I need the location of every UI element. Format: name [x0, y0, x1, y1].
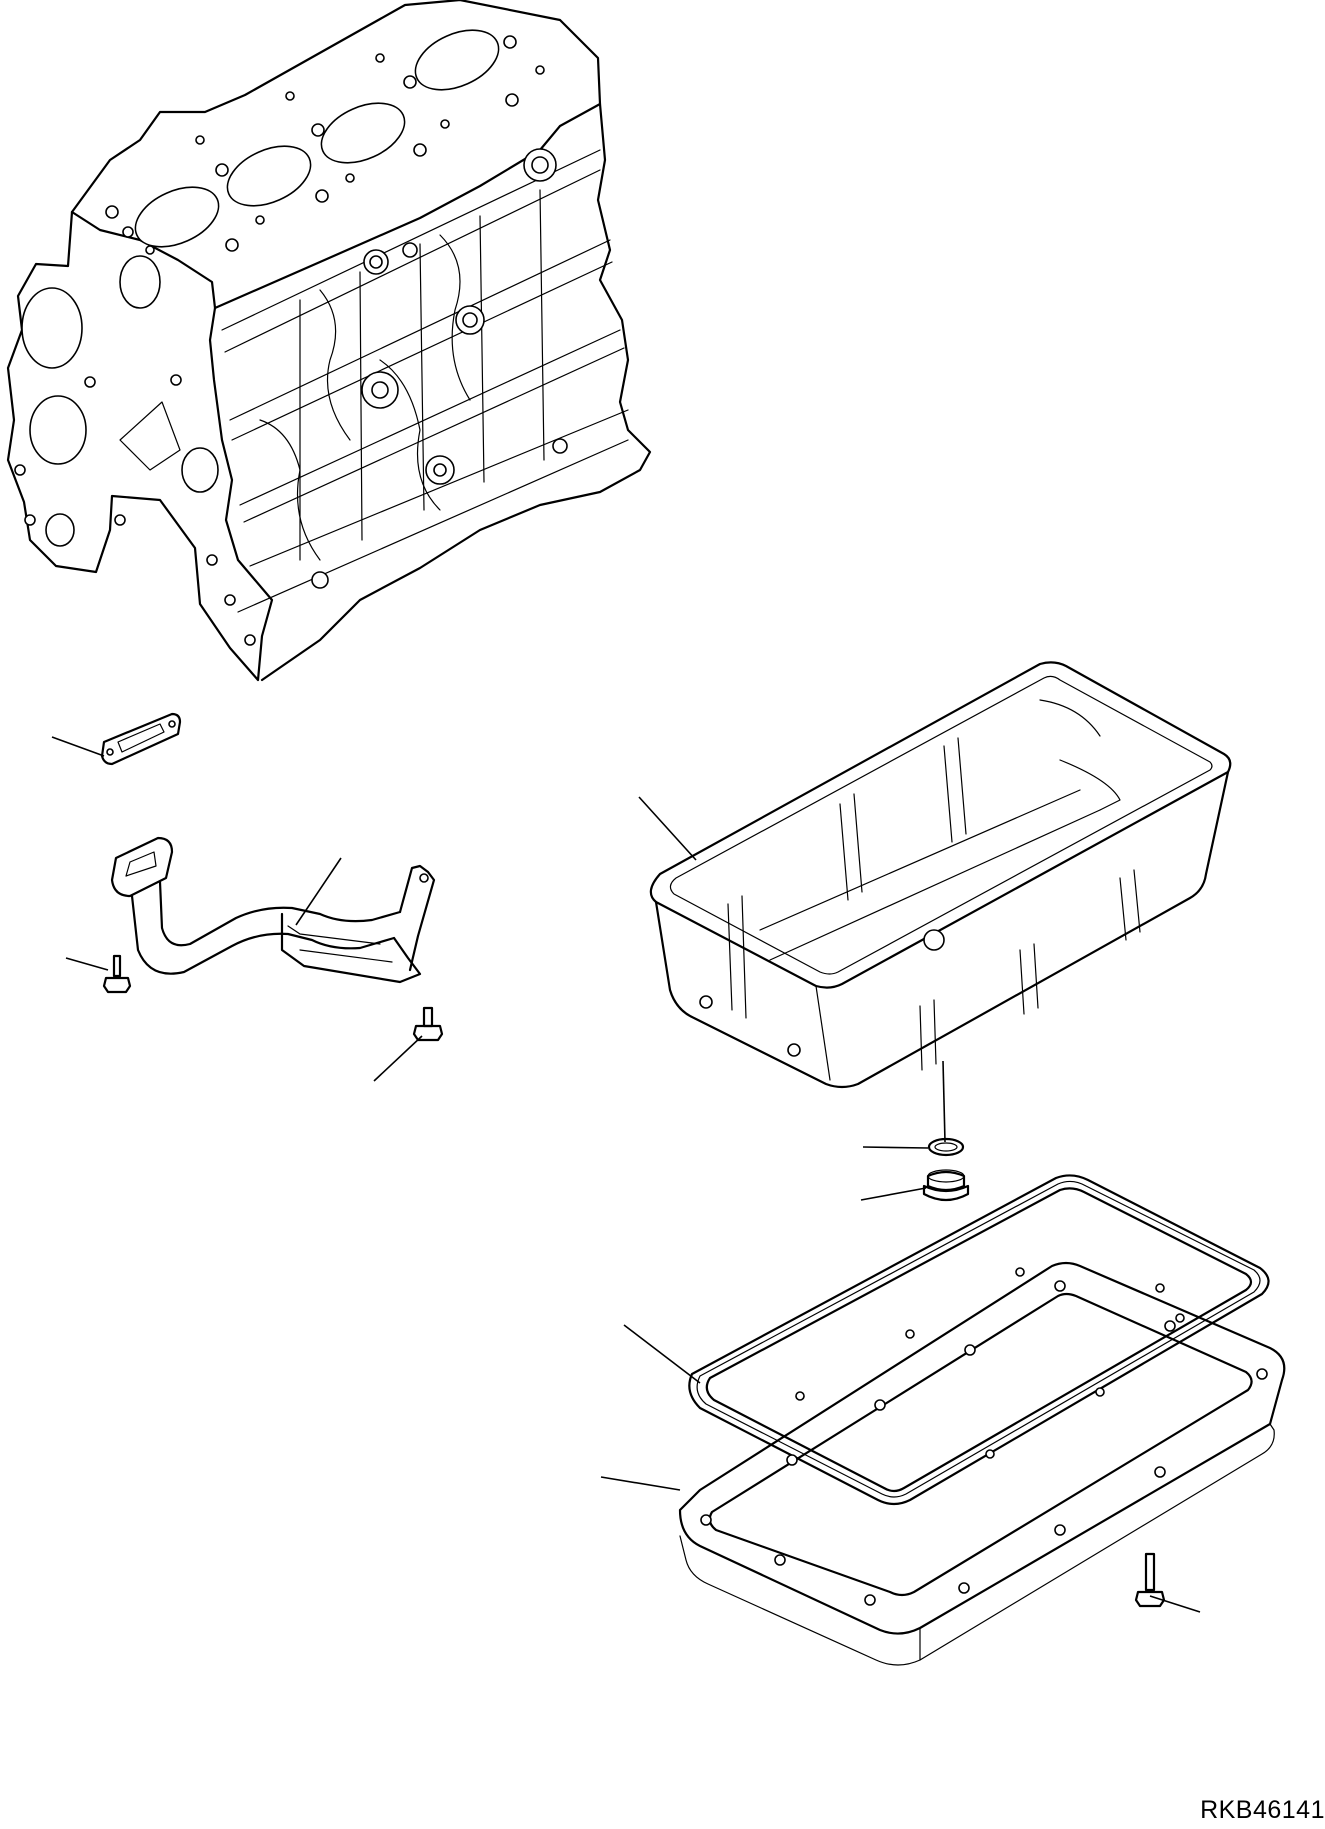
- leader-line: [639, 797, 696, 860]
- oil-pan-bolt: [1136, 1554, 1164, 1606]
- leader-lines: [52, 737, 1200, 1612]
- leader-line: [52, 737, 104, 756]
- leader-line: [624, 1325, 700, 1383]
- cylinder-block: [8, 0, 650, 680]
- leader-line: [296, 858, 341, 925]
- bracket-bolt: [414, 1008, 442, 1040]
- strainer-gasket: [102, 714, 180, 764]
- oil-pan-gasket: [689, 1175, 1268, 1504]
- oil-strainer-pipe: [112, 838, 434, 982]
- drain-plug: [924, 1170, 968, 1200]
- drawing-reference-number: RKB46141: [1200, 1796, 1325, 1824]
- leader-line: [861, 1188, 926, 1200]
- spacer-plate: [680, 1263, 1284, 1665]
- leader-line: [943, 1061, 945, 1142]
- strainer-bolt: [104, 956, 130, 992]
- oil-pan: [651, 662, 1230, 1087]
- leader-line: [66, 958, 108, 970]
- leader-line: [601, 1477, 680, 1490]
- drain-gasket: [929, 1139, 963, 1155]
- leader-line: [374, 1036, 422, 1081]
- leader-line: [863, 1147, 928, 1148]
- leader-line: [1150, 1596, 1200, 1612]
